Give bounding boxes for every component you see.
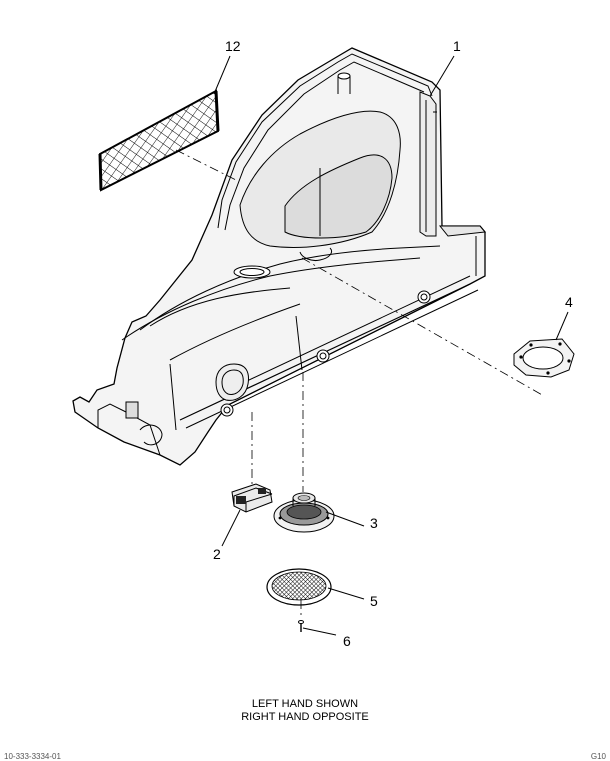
callout-1: 1 (453, 38, 461, 54)
diagram-caption: LEFT HAND SHOWN RIGHT HAND OPPOSITE (0, 698, 610, 724)
speaker-grille-part (266, 568, 332, 606)
caption-line-2: RIGHT HAND OPPOSITE (241, 711, 369, 723)
callout-2: 2 (213, 546, 221, 562)
footer-document-id: 10-333-3334-01 (4, 752, 61, 761)
callout-12: 12 (225, 38, 241, 54)
speaker-gasket-part (513, 338, 575, 378)
footer-page-id: G10 (590, 752, 606, 761)
caption-line-1: LEFT HAND SHOWN (251, 698, 359, 710)
speaker-part (273, 492, 335, 533)
assembly-lines (175, 149, 545, 618)
connector-module-part (231, 483, 273, 513)
cargo-net-part (98, 89, 220, 192)
quarter-trim-panel-part (72, 47, 486, 466)
callout-5: 5 (370, 593, 378, 609)
callout-4: 4 (565, 294, 573, 310)
callout-3: 3 (370, 515, 378, 531)
screw-part (298, 620, 304, 632)
callout-6: 6 (343, 633, 351, 649)
leader-lines (213, 55, 569, 636)
